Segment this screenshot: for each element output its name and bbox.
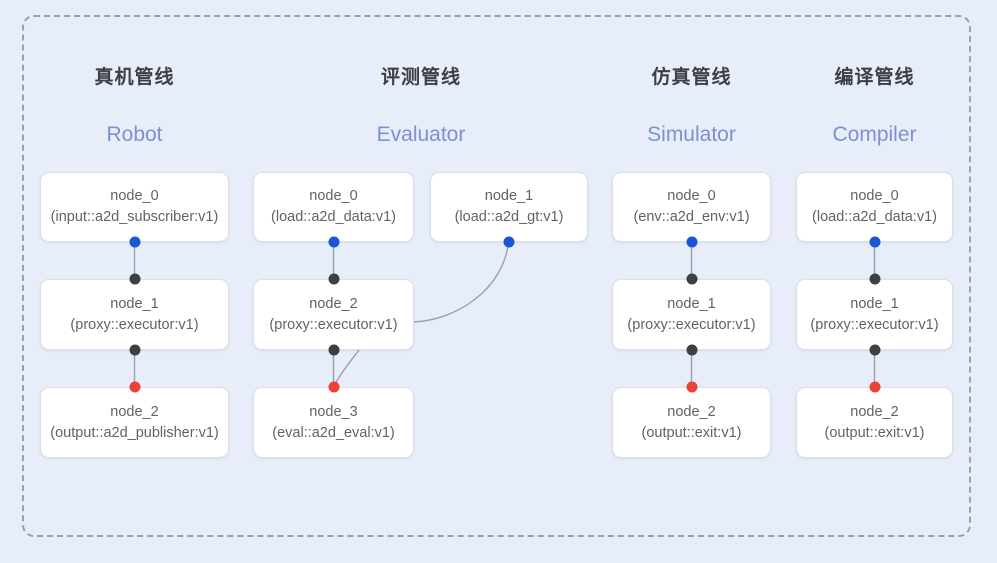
port-output-simulator-0[interactable]: [686, 236, 697, 248]
port-input-simulator-1[interactable]: [686, 273, 697, 285]
port-output-robot-0[interactable]: [129, 236, 140, 248]
node-compiler-0[interactable]: node_0 (load::a2d_data:v1): [796, 172, 953, 242]
node-name: node_2: [850, 403, 899, 420]
column-title-evaluator: 评测管线: [380, 67, 461, 88]
node-robot-2[interactable]: node_2 (output::a2d_publisher:v1): [40, 387, 229, 458]
node-name: node_2: [667, 403, 716, 420]
node-simulator-1[interactable]: node_1 (proxy::executor:v1): [612, 279, 771, 350]
node-simulator-0[interactable]: node_0 (env::a2d_env:v1): [612, 172, 771, 242]
edge-c2-n2-n3-curve: [332, 349, 360, 388]
column-subtitle-robot: Robot: [106, 123, 163, 146]
column-subtitle-compiler: Compiler: [832, 123, 917, 146]
node-evaluator-0[interactable]: node_0 (load::a2d_data:v1): [253, 172, 414, 242]
column-title-robot: 真机管线: [94, 67, 175, 88]
column-subtitle-evaluator: Evaluator: [376, 123, 466, 146]
node-spec: (load::a2d_gt:v1): [454, 209, 564, 225]
edge-c2-n1-n2-curve: [413, 241, 510, 323]
node-simulator-2[interactable]: node_2 (output::exit:v1): [612, 387, 771, 458]
node-compiler-1[interactable]: node_1 (proxy::executor:v1): [796, 279, 953, 350]
node-name: node_2: [110, 403, 159, 420]
node-name: node_1: [850, 295, 899, 312]
node-evaluator-3[interactable]: node_3 (eval::a2d_eval:v1): [253, 387, 414, 458]
port-input-robot-2[interactable]: [129, 381, 140, 393]
node-robot-1[interactable]: node_1 (proxy::executor:v1): [40, 279, 229, 350]
node-spec: (eval::a2d_eval:v1): [272, 424, 395, 441]
node-name: node_2: [309, 295, 358, 312]
diagram-dashed-frame: [22, 15, 971, 537]
node-name: node_1: [484, 188, 534, 205]
port-input-robot-1[interactable]: [129, 273, 140, 285]
node-spec: (output::exit:v1): [824, 424, 925, 441]
node-spec: (output::a2d_publisher:v1): [50, 424, 219, 441]
port-input-evaluator-2[interactable]: [328, 273, 339, 285]
node-evaluator-2[interactable]: node_2 (proxy::executor:v1): [253, 279, 414, 350]
port-input-compiler-1[interactable]: [869, 273, 880, 285]
port-output-evaluator-1[interactable]: [503, 236, 514, 248]
node-name: node_0: [667, 188, 716, 205]
node-spec: (input::a2d_subscriber:v1): [50, 209, 219, 225]
node-compiler-2[interactable]: node_2 (output::exit:v1): [796, 387, 953, 458]
column-title-compiler: 编译管线: [834, 67, 915, 88]
port-output-robot-1[interactable]: [129, 344, 140, 356]
node-name: node_1: [110, 295, 159, 312]
node-spec: (proxy::executor:v1): [70, 316, 199, 333]
port-output-compiler-1[interactable]: [869, 344, 880, 356]
port-output-evaluator-2[interactable]: [328, 344, 339, 356]
port-input-evaluator-3[interactable]: [328, 381, 339, 393]
node-evaluator-1[interactable]: node_1 (load::a2d_gt:v1): [430, 172, 588, 242]
port-output-simulator-1[interactable]: [686, 344, 697, 356]
node-name: node_1: [667, 295, 716, 312]
port-input-compiler-2[interactable]: [869, 381, 880, 393]
node-spec: (proxy::executor:v1): [269, 316, 398, 333]
node-name: node_0: [110, 188, 159, 205]
port-output-evaluator-0[interactable]: [328, 236, 339, 248]
column-subtitle-simulator: Simulator: [647, 123, 736, 146]
port-output-compiler-0[interactable]: [869, 236, 880, 248]
port-input-simulator-2[interactable]: [686, 381, 697, 393]
node-name: node_0: [309, 188, 358, 205]
node-spec: (load::a2d_data:v1): [271, 209, 396, 225]
column-title-simulator: 仿真管线: [651, 67, 732, 88]
node-robot-0[interactable]: node_0 (input::a2d_subscriber:v1): [40, 172, 229, 242]
node-name: node_3: [309, 403, 358, 420]
node-spec: (load::a2d_data:v1): [812, 209, 937, 225]
node-spec: (output::exit:v1): [641, 424, 742, 441]
node-spec: (proxy::executor:v1): [810, 316, 939, 333]
node-name: node_0: [850, 188, 899, 205]
node-spec: (env::a2d_env:v1): [633, 209, 750, 225]
node-spec: (proxy::executor:v1): [627, 316, 756, 333]
